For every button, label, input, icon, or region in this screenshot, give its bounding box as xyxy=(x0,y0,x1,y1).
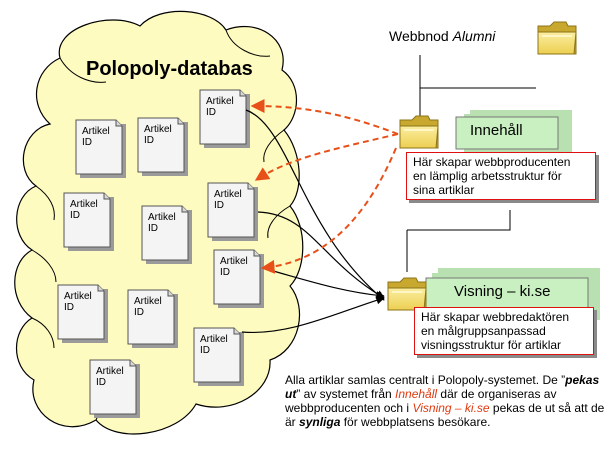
document-label: Artikel xyxy=(148,212,176,223)
folder-icon xyxy=(399,115,439,149)
database-title: Polopoly-databas xyxy=(86,58,253,80)
webbnod-prefix: Webbnod xyxy=(389,28,449,44)
document-label: Artikel xyxy=(206,96,234,107)
webbnod-label: Webbnod Alumni xyxy=(389,28,495,44)
callout-line: Här skapar webbproducenten xyxy=(413,155,571,169)
tree-connectors xyxy=(406,55,536,272)
document-id: ID xyxy=(82,137,92,148)
document-label: Artikel xyxy=(64,291,92,302)
visning-label: Visning – ki.se xyxy=(454,283,551,300)
webbnod-name: Alumni xyxy=(452,28,496,44)
document-id: ID xyxy=(206,107,216,118)
document-label: Artikel xyxy=(214,189,242,200)
note-emphasis: synliga xyxy=(299,415,341,429)
note-text: pekas de ut så att de är xyxy=(285,401,605,429)
document-id: ID xyxy=(96,377,106,388)
document-id: ID xyxy=(64,302,74,313)
folder-icon xyxy=(387,277,427,311)
document-id: ID xyxy=(220,267,230,278)
callout-line: visningsstruktur för artiklar xyxy=(421,338,562,352)
document-group: ArtikelIDArtikelIDArtikelIDArtikelIDArti… xyxy=(57,89,265,419)
innehall-callout: Här skapar webbproducenten en lämplig ar… xyxy=(406,152,596,200)
document-id: ID xyxy=(148,223,158,234)
document-label: Artikel xyxy=(220,256,248,267)
document-label: Artikel xyxy=(134,296,162,307)
folder-icon[interactable] xyxy=(537,21,577,55)
document-id: ID xyxy=(214,200,224,211)
note-text: De ” xyxy=(542,373,566,387)
callout-line: Här skapar webbredaktören xyxy=(421,310,570,324)
document-label: Artikel xyxy=(82,126,110,137)
document-id: ID xyxy=(144,135,154,146)
note-text: ” av systemet från xyxy=(296,387,396,401)
document-label: Artikel xyxy=(200,334,228,345)
document-id: ID xyxy=(70,210,80,221)
callout-line: en målgruppsanpassad xyxy=(421,324,546,338)
note-highlight: Visning – ki.se xyxy=(412,401,490,415)
visning-callout: Här skapar webbredaktören en målgruppsan… xyxy=(414,307,594,355)
innehall-label: Innehåll xyxy=(470,122,523,139)
document-label: Artikel xyxy=(144,124,172,135)
innehall-arrows xyxy=(250,99,399,274)
note-emphasis: pekas ut xyxy=(285,373,600,401)
note-text: Alla artiklar samlas centralt i Polopoly… xyxy=(285,373,540,387)
note-text: för webbplatsens besökare. xyxy=(340,415,491,429)
callout-line: en lämplig arbetsstruktur för xyxy=(413,169,562,183)
document-id: ID xyxy=(200,345,210,356)
explanation-note: Alla artiklar samlas centralt i Polopoly… xyxy=(285,373,605,429)
note-text: där de organiseras av webbproducenten oc… xyxy=(285,387,557,415)
callout-line: sina artiklar xyxy=(413,183,475,197)
document-id: ID xyxy=(134,307,144,318)
note-highlight: Innehåll xyxy=(395,387,438,401)
document-label: Artikel xyxy=(96,366,124,377)
document-label: Artikel xyxy=(70,199,98,210)
